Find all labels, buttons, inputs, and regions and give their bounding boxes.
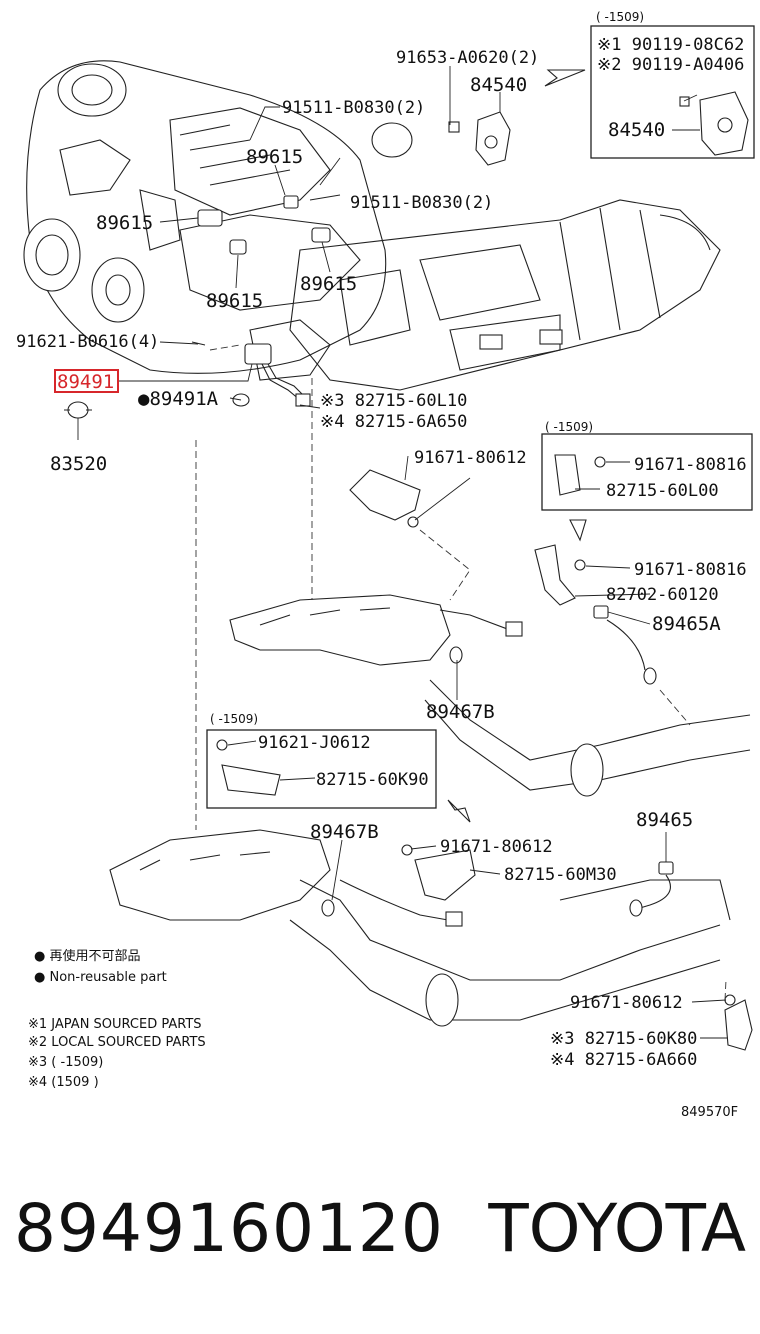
part-label-82715-6a650[interactable]: ※4 82715-6A650 — [320, 412, 467, 432]
part-label-84540-inset[interactable]: 84540 — [608, 119, 665, 141]
inset-neutral-switch-drawing — [679, 91, 749, 156]
part-label-91511-b0830-lower[interactable]: 91511-B0830(2) — [350, 193, 493, 213]
part-label-89467b-lower[interactable]: 89467B — [310, 821, 379, 843]
inset-box-bracket-upper — [541, 433, 753, 511]
part-label-82715-6a660[interactable]: ※4 82715-6A660 — [550, 1050, 697, 1070]
box-range-label: ( -1509) — [596, 10, 644, 24]
part-label-91511-b0830-upper[interactable]: 91511-B0830(2) — [282, 98, 425, 118]
exhaust-manifold-drawing-1 — [229, 594, 523, 666]
bracket-drawing-2 — [414, 849, 476, 901]
note-2: ※2 LOCAL SOURCED PARTS — [28, 1035, 206, 1050]
part-label-89465[interactable]: 89465 — [636, 809, 693, 831]
oxygen-sensor-drawing-3 — [629, 861, 674, 917]
part-label-89467b-upper[interactable]: 89467B — [426, 701, 495, 723]
brand-name: TOYOTA — [488, 1190, 746, 1267]
engine-drawing — [23, 60, 413, 381]
part-label-91671-80612-lower[interactable]: 91671-80612 — [570, 993, 683, 1013]
footer: 8949160120 TOYOTA — [0, 1190, 760, 1280]
part-label-82715-60k90[interactable]: 82715-60K90 — [316, 770, 429, 790]
part-label-89465a[interactable]: 89465A — [652, 613, 721, 635]
part-label-91621-j0612[interactable]: 91621-J0612 — [258, 733, 371, 753]
part-label-82715-60l10[interactable]: ※3 82715-60L10 — [320, 391, 467, 411]
neutral-switch-drawing — [448, 111, 511, 166]
part-label-90119-08c62[interactable]: ※1 90119-08C62 — [597, 35, 744, 55]
arrow-icon — [544, 69, 586, 87]
exhaust-manifold-drawing-2 — [109, 829, 731, 1027]
note-3: ※3 ( -1509) — [28, 1055, 103, 1070]
oxygen-sensor-drawing-1 — [593, 605, 657, 685]
speed-sensor-drawing — [232, 343, 311, 407]
arrow-icon — [569, 519, 587, 542]
part-label-84540[interactable]: 84540 — [470, 74, 527, 96]
part-label-82715-60l00[interactable]: 82715-60L00 — [606, 481, 719, 501]
note-1: ※1 JAPAN SOURCED PARTS — [28, 1017, 202, 1032]
leader-lines — [77, 66, 728, 1039]
part-label-91671-80612-middle[interactable]: 91671-80612 — [440, 837, 553, 857]
oxygen-sensor-drawing-2 — [321, 879, 463, 927]
diagram-code: 849570F — [681, 1105, 738, 1120]
inset-bracket-lower-drawing — [216, 739, 281, 796]
part-label-89491a[interactable]: ●89491A — [138, 388, 219, 410]
inset-box-neutral-switch — [590, 25, 755, 159]
part-label-91671-80816[interactable]: 91671-80816 — [634, 560, 747, 580]
box-range-label: ( -1509) — [210, 712, 258, 726]
bracket-drawing-1 — [349, 469, 421, 521]
part-label-82715-60k80[interactable]: ※3 82715-60K80 — [550, 1029, 697, 1049]
part-label-91671-80816-inset[interactable]: 91671-80816 — [634, 455, 747, 475]
transmission-drawing — [289, 199, 721, 391]
part-label-89615-upper[interactable]: 89615 — [246, 146, 303, 168]
part-label-91621-b0616[interactable]: 91621-B0616(4) — [16, 332, 159, 352]
note-4: ※4 (1509 ) — [28, 1075, 99, 1090]
part-label-82715-60m30[interactable]: 82715-60M30 — [504, 865, 617, 885]
highlight-box — [54, 369, 119, 393]
bracket-drawing-3 — [724, 999, 753, 1051]
part-label-91671-80612-upper[interactable]: 91671-80612 — [414, 448, 527, 468]
knock-sensor-drawings — [197, 195, 331, 255]
part-label-89615-left[interactable]: 89615 — [96, 212, 153, 234]
part-label-89491-highlighted[interactable]: 89491 — [57, 371, 114, 393]
part-label-89615-right[interactable]: 89615 — [300, 273, 357, 295]
exhaust-pipe-drawing-1 — [424, 679, 751, 797]
legend-nonreusable-jp: ● 再使用不可部品 — [34, 948, 140, 964]
part-label-90119-a0406[interactable]: ※2 90119-A0406 — [597, 55, 744, 75]
part-label-91653-a0620[interactable]: 91653-A0620(2) — [396, 48, 539, 68]
inset-box-bracket-lower — [206, 729, 437, 809]
part-label-82702-60120[interactable]: 82702-60120 — [606, 585, 719, 605]
box-range-label: ( -1509) — [545, 420, 593, 434]
legend-nonreusable-en: ● Non-reusable part — [34, 970, 167, 985]
inset-bracket-upper-drawing — [554, 454, 606, 496]
bracket-drawing-4 — [534, 544, 576, 606]
part-label-83520[interactable]: 83520 — [50, 453, 107, 475]
part-number: 8949160120 — [14, 1190, 444, 1267]
part-label-89615-bottom[interactable]: 89615 — [206, 290, 263, 312]
arrow-icon — [447, 799, 471, 823]
oil-pressure-switch-drawing — [64, 401, 92, 419]
